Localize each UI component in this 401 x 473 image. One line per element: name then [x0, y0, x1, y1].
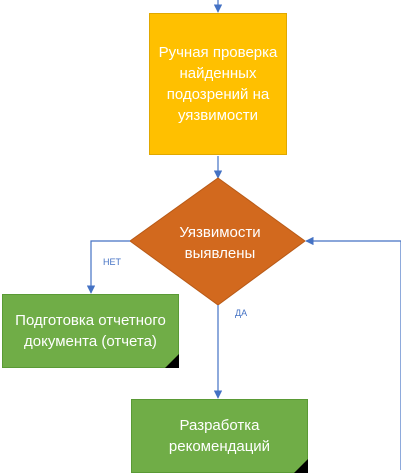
- arrow-no-branch: [86, 240, 130, 294]
- no-branch-label: НЕТ: [103, 257, 121, 267]
- recommendations-box: Разработка рекомендаций: [131, 399, 308, 473]
- report-corner-marker: [165, 354, 179, 368]
- yes-branch-label: ДА: [235, 308, 248, 318]
- manual-check-box: Ручная проверка найденных подозрений на …: [149, 13, 287, 155]
- recommendations-corner-marker: [294, 459, 308, 473]
- report-label: Подготовка отчетного документа (отчета): [15, 312, 166, 350]
- report-box: Подготовка отчетного документа (отчета): [2, 294, 179, 368]
- decision-label: Уязвимости выявлены: [179, 224, 261, 262]
- manual-check-label: Ручная проверка найденных подозрений на …: [158, 44, 278, 124]
- arrow-loop-return: [305, 236, 401, 470]
- recommendations-label: Разработка рекомендаций: [168, 417, 271, 455]
